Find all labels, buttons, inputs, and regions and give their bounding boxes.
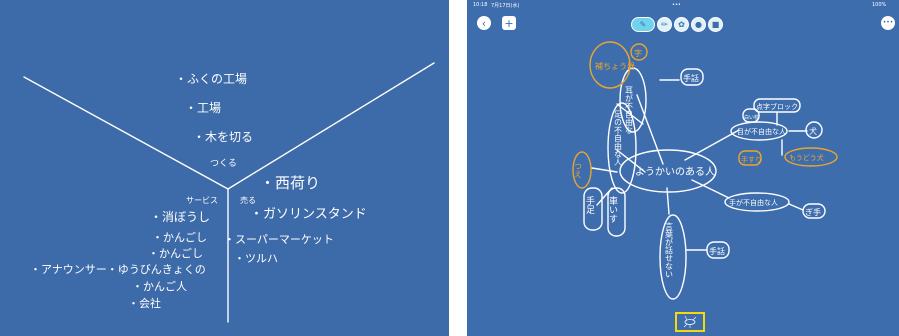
palette-icon: ✿ [678,20,685,29]
node-cane-label: つえ [574,162,583,178]
node-sign-language-bottom[interactable] [706,241,730,259]
node-hearing-aid-label: 補ちょう器 [595,61,635,71]
node-braille-block-label: 点字ブロック [756,102,798,111]
service-label: サービス [186,196,218,205]
more-icon: ••• [882,19,894,26]
node-guide-dog[interactable] [784,147,838,167]
node-limbs-label: 手足 [584,195,595,215]
node-braille-block[interactable] [753,98,801,113]
node-white-cane-label: 白い杖 [744,114,759,121]
add-button[interactable]: + [502,16,516,30]
shape-tool-button[interactable]: ■ [708,17,723,32]
tablet-app-screenshot: 10:18 7月17日(水) ••• 100% ‹ + ✎ ✏ ✿ ● ■ ••… [467,0,899,336]
node-sign-language-bottom-label: 手話 [709,246,725,256]
mind-map-canvas[interactable]: ようかいのある人 耳が不自由な 手話 目が不自由な人 点字ブロック 白い杖 犬 … [467,0,899,336]
service-item: ・かんごし [152,230,207,244]
add-icon: + [504,16,514,30]
service-item: ・アナウンサー・ゆうびんきょくの [30,263,206,276]
node-cane[interactable] [572,151,592,189]
make-item: ・工場 [185,101,221,115]
back-icon: ‹ [481,16,487,30]
node-visual-label: 目が不自由な人 [737,127,786,136]
left-board-image: ・ふくの工場 ・工場 ・木を切る つくる サービス 売る ・西荷り ・ガソリンス… [0,0,449,336]
make-item: ・ふくの工場 [175,72,247,86]
node-leg-label: 足の不自由な人 [614,110,623,166]
node-guide-dog-label: もうどう犬 [789,153,824,162]
node-handrail[interactable] [738,150,762,166]
service-item: ・かんご人 [132,279,187,293]
node-wheelchair[interactable] [607,187,626,237]
page-thumbnail[interactable] [675,312,705,332]
sell-item: ・ガソリンスタンド [250,207,367,222]
sell-label: 売る [240,195,256,205]
square-icon: ■ [711,20,720,29]
node-speech-label: 言葉が話せない [665,221,674,278]
palette-tool-button[interactable]: ✿ [674,17,689,32]
make-item: ・木を切る [193,130,253,144]
node-white-cane[interactable] [742,108,760,123]
divider-line-right [227,62,435,190]
node-prosthetic-hand[interactable] [802,203,826,219]
node-hearing-aid[interactable] [589,41,631,89]
node-hand-label: 手が不自由な人 [729,198,778,207]
service-item: ・会社 [128,296,161,310]
node-character[interactable] [630,43,648,61]
status-time: 10:18 [473,2,488,8]
service-item: ・かんごし [148,246,203,260]
node-sign-language-top-label: 手話 [683,73,699,83]
node-dog[interactable] [805,121,823,139]
status-battery: 100% [872,2,887,8]
status-date: 7月17日(水) [491,3,520,9]
sell-item: ・スーパーマーケット [224,233,334,246]
droplet-icon: ● [695,20,702,29]
status-dots: ••• [672,2,681,8]
pencil-tool-button[interactable]: ✏ [657,17,672,32]
node-leg[interactable] [607,102,637,194]
node-wheelchair-label: 車いす [607,195,618,223]
make-label: つくる [210,158,237,169]
node-limbs[interactable] [583,187,603,231]
sell-item: ・西荷り [260,174,320,192]
node-prosthetic-hand-label: ぎ手 [805,207,821,217]
node-hand[interactable] [724,192,790,212]
service-item: ・消ぼうし [150,210,210,224]
divider-line-left [23,76,229,190]
pencil-icon: ✏ [661,20,668,29]
pen-icon: ✎ [639,20,647,29]
node-speech[interactable] [659,214,687,300]
node-dog-label: 犬 [809,126,817,136]
node-visual[interactable] [730,121,788,141]
node-hearing[interactable] [619,67,647,133]
board-lines: ・ふくの工場 ・工場 ・木を切る つくる サービス 売る ・西荷り ・ガソリンス… [23,62,435,323]
back-button[interactable]: ‹ [477,16,491,30]
node-character-label: 字 [634,48,642,58]
pen-tool-button[interactable]: ✎ [631,17,655,32]
color-tool-button[interactable]: ● [691,17,706,32]
center-node-label: ようかいのある人 [635,166,715,178]
sell-item: ・ツルハ [234,252,278,265]
node-handrail-label: 手すり [741,155,762,164]
center-node[interactable] [619,149,717,193]
more-button[interactable]: ••• [881,16,895,30]
node-sign-language-top[interactable] [680,68,704,86]
thumbnail-preview [683,315,697,328]
